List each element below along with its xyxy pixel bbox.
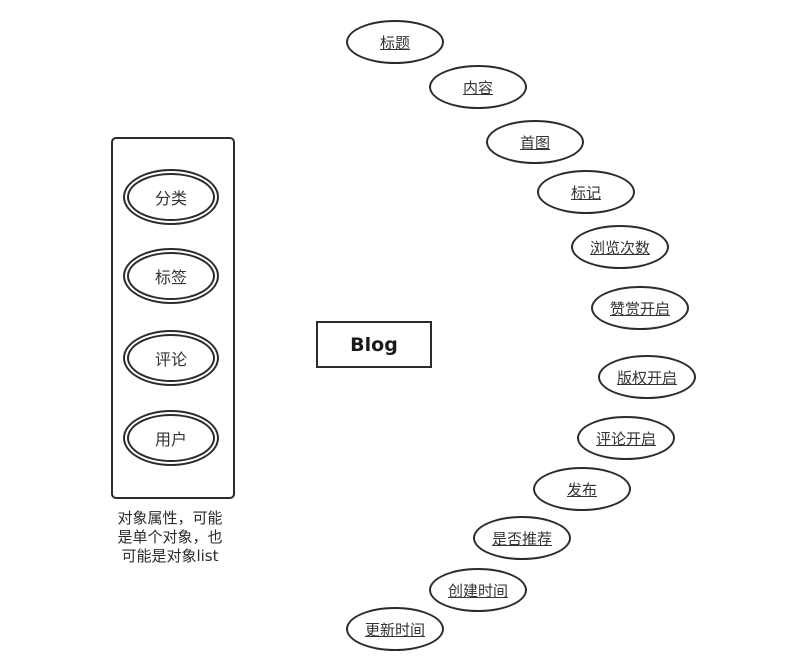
object-attribute-category: 分类 [123,169,219,225]
note-line: 对象属性，可能 [117,509,223,527]
object-attribute-label: 标签 [127,252,215,300]
attribute-appreciation: 赞赏开启 [591,286,689,330]
attribute-first-picture: 首图 [486,120,584,164]
attribute-title: 标题 [346,20,444,64]
attribute-commentabled: 评论开启 [577,416,675,460]
attribute-create-time: 创建时间 [429,568,527,612]
note-line: 可能是对象list [121,547,219,565]
object-attribute-user: 用户 [123,410,219,466]
attribute-flag: 标记 [537,170,635,214]
object-attribute-label: 评论 [127,334,215,382]
entity-name: Blog [350,333,398,356]
attribute-content: 内容 [429,65,527,109]
attribute-published: 发布 [533,467,631,511]
object-attribute-comment: 评论 [123,330,219,386]
attribute-views: 浏览次数 [571,225,669,269]
attribute-copyright: 版权开启 [598,355,696,399]
object-attribute-label: 用户 [127,414,215,462]
object-attribute-note: 对象属性，可能 是单个对象，也 可能是对象list [104,509,236,566]
object-attribute-label: 分类 [127,173,215,221]
note-line: 是单个对象，也 [117,528,223,546]
entity-blog: Blog [316,321,432,368]
attribute-recommend: 是否推荐 [473,516,571,560]
object-attribute-tag: 标签 [123,248,219,304]
attribute-update-time: 更新时间 [346,607,444,651]
